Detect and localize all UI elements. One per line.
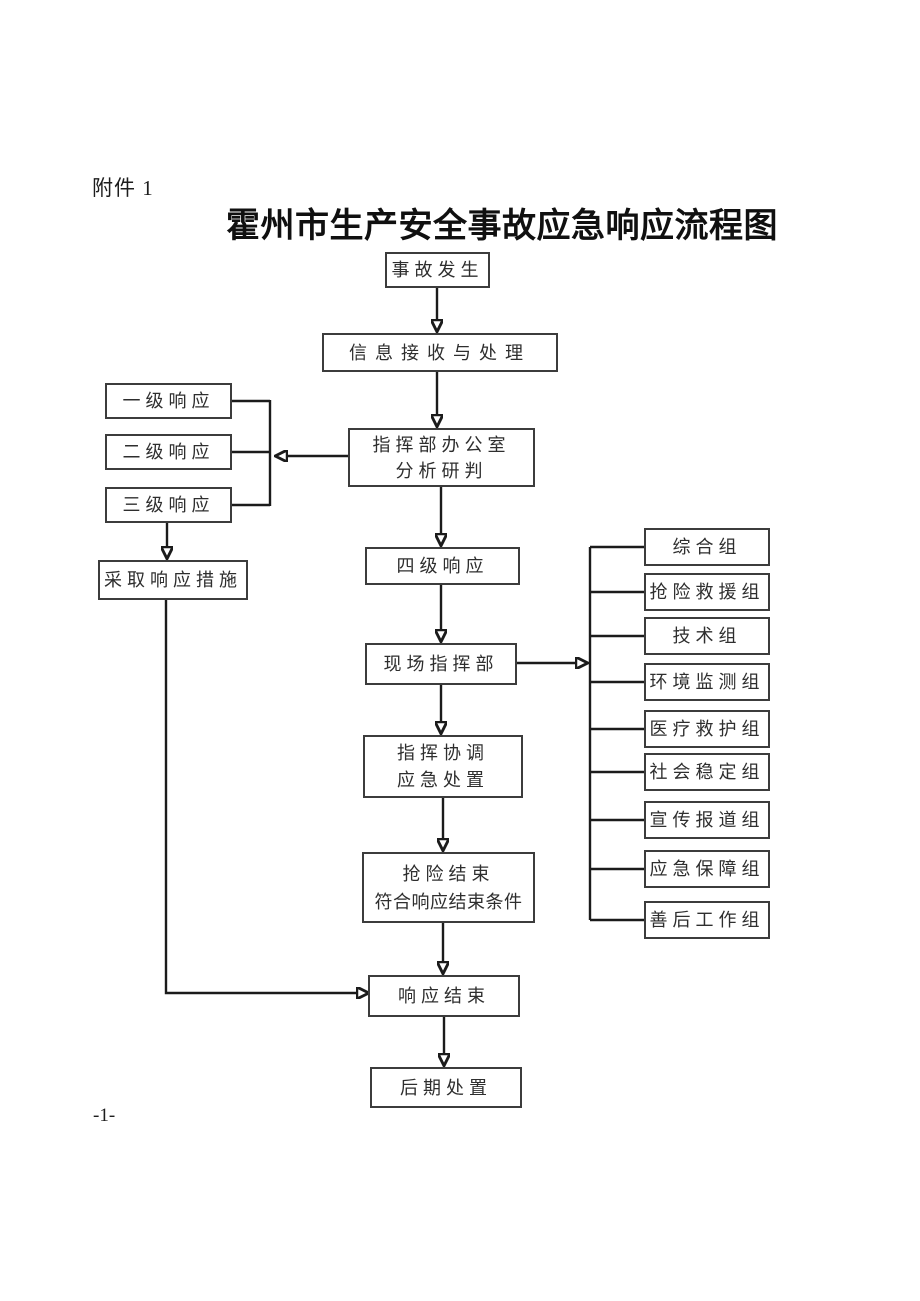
flow-box-label: 后期处置 [400, 1077, 492, 1098]
flow-box-label: 四级响应 [396, 556, 489, 576]
team-label: 抢险救援组 [649, 582, 765, 602]
flow-box-info-processing: 信息接收与处理 [322, 333, 558, 372]
team-label: 社会稳定组 [649, 762, 765, 782]
team-box-rescue: 抢险救援组 [644, 573, 770, 611]
bracket-response-levels [232, 399, 272, 507]
team-box-environment: 环境监测组 [644, 663, 770, 701]
flow-box-accident: 事故发生 [385, 252, 490, 288]
flow-box-label: 采取响应措施 [104, 570, 242, 590]
flow-box-label: 应急处置 [397, 769, 489, 790]
flow-box-label: 指挥部办公室 [372, 434, 511, 455]
flow-box-post-disposal: 后期处置 [370, 1067, 522, 1108]
flow-box-label: 抢险结束 [402, 863, 495, 884]
team-box-publicity: 宣传报道组 [644, 801, 770, 839]
flow-box-rescue-end: 抢险结束 符合响应结束条件 [362, 852, 535, 923]
flow-box-level2: 二级响应 [105, 434, 232, 470]
flow-box-measures: 采取响应措施 [98, 560, 248, 600]
flow-box-label: 三级响应 [122, 495, 215, 515]
team-label: 技术组 [672, 626, 742, 646]
team-box-general: 综合组 [644, 528, 770, 566]
team-box-social-stability: 社会稳定组 [644, 753, 770, 791]
page-number: -1- [93, 1105, 116, 1126]
flow-box-label: 一级响应 [122, 391, 215, 411]
flow-box-response-end: 响应结束 [368, 975, 520, 1017]
flow-box-level4: 四级响应 [365, 547, 520, 585]
team-label: 应急保障组 [649, 859, 765, 879]
flow-box-label: 指挥协调 [397, 742, 489, 763]
flow-box-label: 事故发生 [391, 260, 484, 280]
team-label: 宣传报道组 [649, 810, 765, 830]
flow-box-command-office: 指挥部办公室 分析研判 [348, 428, 535, 487]
team-box-technical: 技术组 [644, 617, 770, 655]
flow-box-label: 信息接收与处理 [349, 342, 531, 363]
flow-box-label: 二级响应 [122, 442, 215, 462]
flow-box-level1: 一级响应 [105, 383, 232, 419]
connector-measures-to-response-end [164, 600, 358, 993]
page-title: 霍州市生产安全事故应急响应流程图 [226, 207, 778, 245]
flow-box-label: 响应结束 [398, 986, 490, 1006]
team-box-aftermath: 善后工作组 [644, 901, 770, 939]
team-label: 医疗救护组 [649, 719, 765, 739]
flow-box-label: 现场指挥部 [383, 654, 499, 674]
team-label: 善后工作组 [649, 910, 765, 930]
team-box-medical: 医疗救护组 [644, 710, 770, 748]
flow-box-level3: 三级响应 [105, 487, 232, 523]
flow-box-label: 符合响应结束条件 [374, 891, 523, 912]
flow-box-coordinate: 指挥协调 应急处置 [363, 735, 523, 798]
team-label: 环境监测组 [649, 672, 765, 692]
attachment-label: 附件 1 [92, 176, 154, 200]
flow-box-label: 分析研判 [395, 460, 488, 481]
team-box-emergency-support: 应急保障组 [644, 850, 770, 888]
bracket-teams-stubs [590, 545, 644, 922]
flow-box-onsite-hq: 现场指挥部 [365, 643, 517, 685]
team-label: 综合组 [672, 537, 742, 557]
